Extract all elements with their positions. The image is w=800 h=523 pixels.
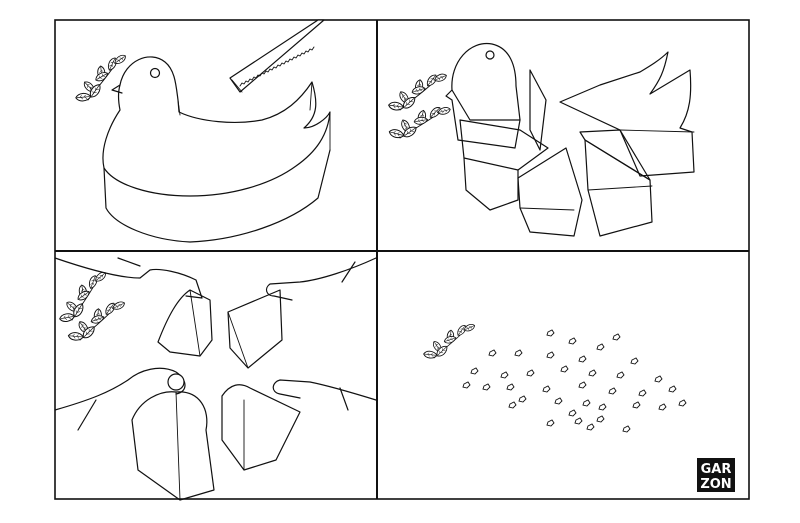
olive-branch-6 <box>418 321 481 362</box>
signature-line-2: ZON <box>700 477 731 492</box>
olive-branch-4 <box>48 268 119 327</box>
panel-3-hands-taking-pieces <box>48 257 377 501</box>
panel-2-sliced-dove <box>383 43 695 237</box>
saw-icon <box>229 19 325 93</box>
olive-branch-2 <box>383 70 453 114</box>
artist-signature: GAR ZON <box>697 458 735 492</box>
panel-frame <box>54 19 750 500</box>
signature-line-1: GAR <box>701 462 732 477</box>
olive-branch-1 <box>65 51 137 106</box>
crumbs <box>462 329 687 433</box>
panel-1-dove-and-saw <box>65 19 331 243</box>
dove-eye <box>149 67 161 79</box>
panel-4-crumbs: GAR ZON <box>418 321 735 492</box>
